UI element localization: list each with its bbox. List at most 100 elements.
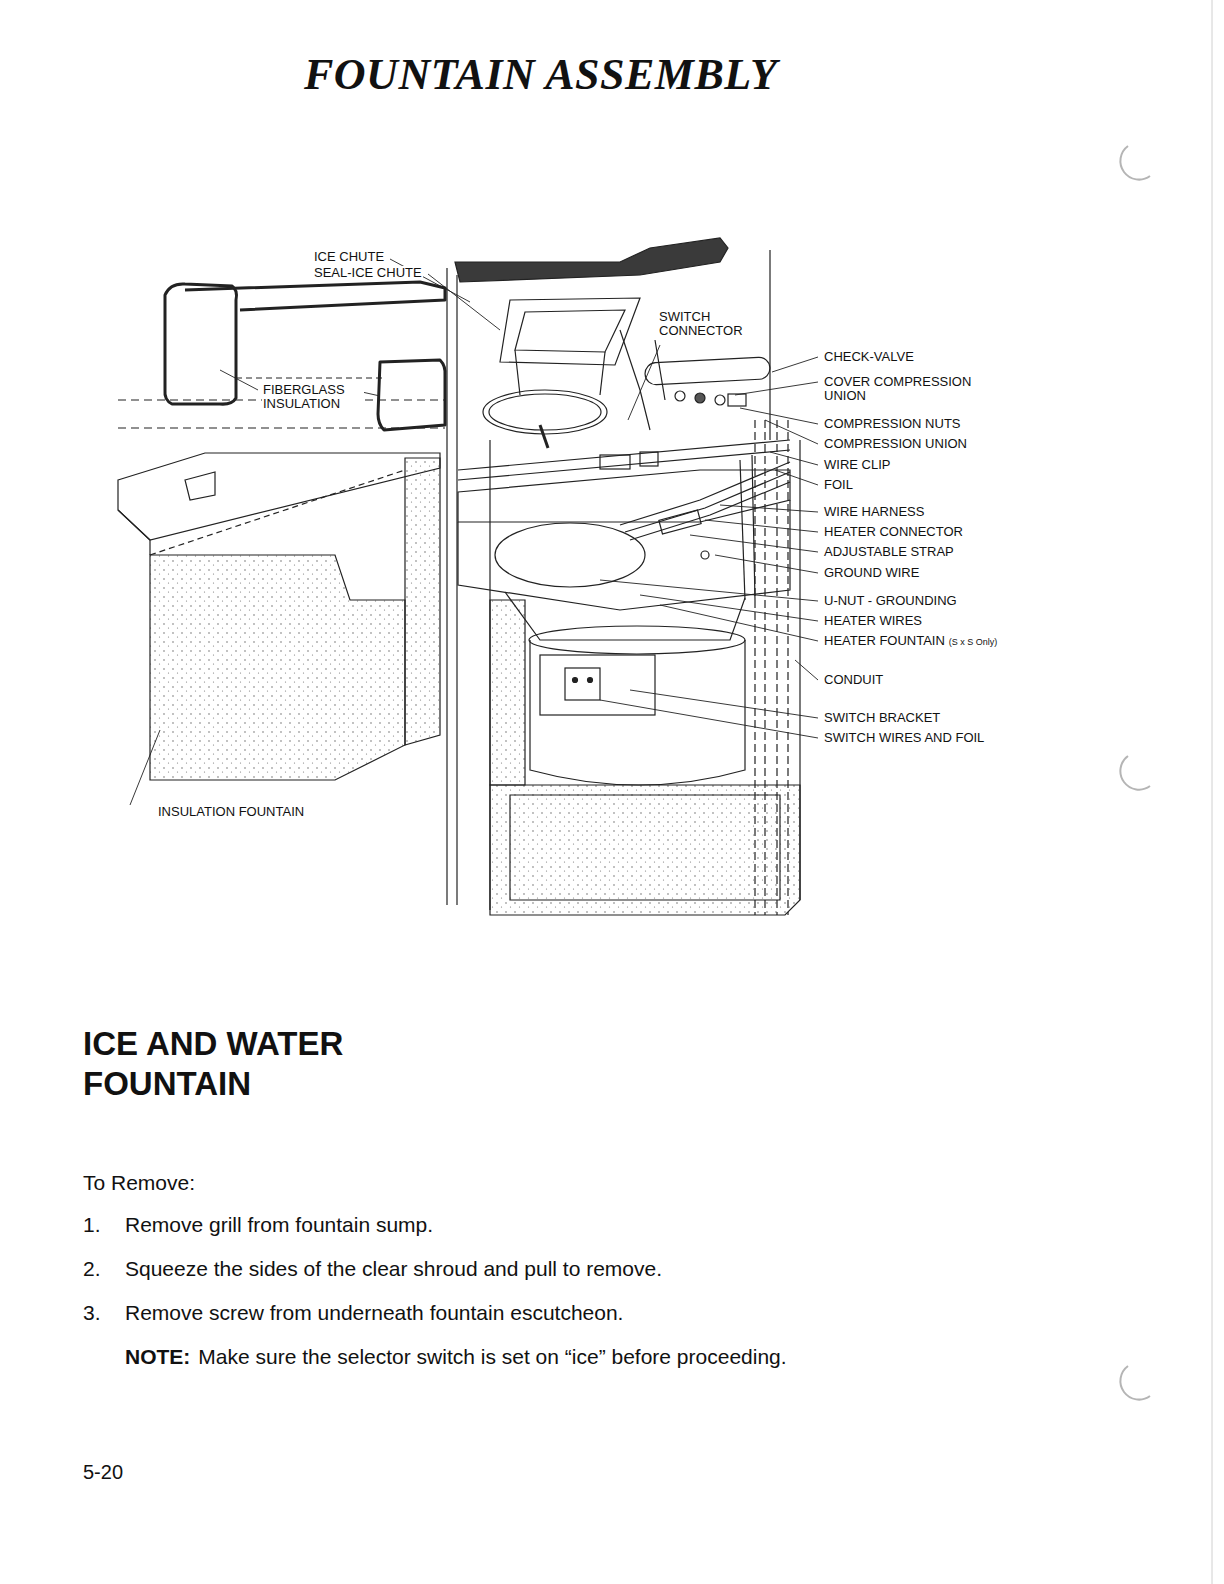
binder-holes — [1212, 0, 1213, 1584]
part-label: SWITCH BRACKET — [823, 711, 941, 725]
fountain-housing — [529, 626, 745, 654]
fiberglass-insulation — [236, 378, 382, 379]
cabinet-liner — [456, 275, 457, 905]
ice-chute — [515, 310, 625, 352]
binder-holes — [1120, 1366, 1150, 1400]
part-label: ADJUSTABLE STRAP — [823, 545, 955, 559]
leader-line — [130, 259, 818, 805]
part-label: U-NUT - GROUNDING — [823, 594, 958, 608]
check-valve-assembly — [645, 357, 771, 386]
cabinet-liner — [446, 268, 447, 905]
part-label: WIRE CLIP — [823, 458, 891, 472]
ice-chute — [600, 352, 605, 395]
part-label: WIRE HARNESS — [823, 505, 925, 519]
ice-chute — [515, 350, 520, 395]
instruction-text: Remove grill from fountain sump. — [125, 1212, 433, 1238]
insulation-fountain — [118, 510, 150, 555]
fountain-housing — [588, 678, 593, 683]
insulation-fountain — [118, 453, 440, 540]
instruction-text: Squeeze the sides of the clear shroud an… — [125, 1256, 662, 1282]
section-heading: ICE AND WATER FOUNTAIN — [83, 1024, 423, 1104]
ice-chute — [483, 390, 607, 434]
fountain-housing — [458, 440, 790, 785]
fountain-housing — [701, 551, 709, 559]
leader-line — [630, 690, 818, 718]
cabinet-liner — [769, 250, 770, 440]
check-valve-assembly — [715, 395, 725, 405]
note-text: Make sure the selector switch is set on … — [198, 1344, 786, 1370]
leader-line — [765, 420, 818, 444]
binder-holes — [1120, 146, 1150, 180]
model-note: (S x S Only) — [949, 636, 998, 648]
insulation-fountain — [150, 470, 405, 555]
binder-holes — [1120, 0, 1212, 1584]
leader-line — [220, 370, 258, 390]
page-number: 5-20 — [83, 1460, 123, 1484]
leader-line — [600, 580, 818, 601]
fiberglass-insulation — [185, 282, 445, 310]
leader-line — [705, 520, 818, 532]
leader-line — [660, 605, 818, 641]
leader-line — [770, 452, 818, 465]
cabinet-liner — [490, 600, 525, 785]
part-label: FIBERGLASS INSULATION — [262, 383, 364, 411]
part-label: SWITCH WIRES AND FOIL — [823, 731, 985, 745]
ice-chute — [540, 425, 548, 448]
fiberglass-insulation — [378, 360, 445, 430]
part-label: HEATER CONNECTOR — [823, 525, 964, 539]
leader-line — [720, 505, 818, 512]
leader-line — [775, 470, 818, 485]
leader-line — [428, 274, 500, 330]
leader-line — [130, 730, 160, 805]
part-label: FOIL — [823, 478, 854, 492]
fountain-housing — [573, 678, 578, 683]
step-number: 2. — [83, 1256, 101, 1282]
ice-chute — [500, 298, 640, 365]
step-number: 3. — [83, 1300, 101, 1326]
fiberglass-insulation — [165, 282, 445, 430]
ice-chute — [455, 238, 728, 448]
leader-line — [795, 660, 818, 680]
leader-line — [715, 555, 818, 573]
cabinet-liner — [490, 785, 800, 915]
ice-chute — [455, 238, 728, 282]
check-valve-assembly — [675, 391, 685, 401]
part-label: HEATER WIRES — [823, 614, 923, 628]
leader-line — [735, 382, 818, 395]
leader-line — [640, 595, 818, 621]
part-label: GROUND WIRE — [823, 566, 920, 580]
check-valve-assembly — [728, 394, 746, 406]
instruction-text: To Remove: — [83, 1170, 195, 1196]
leader-line — [690, 535, 818, 552]
leader-line — [362, 392, 380, 396]
part-label: CHECK-VALVE — [823, 350, 915, 364]
part-label: SWITCH CONNECTOR — [658, 310, 760, 338]
insulation-fountain — [150, 555, 405, 780]
step-number: 1. — [83, 1212, 101, 1238]
part-label: SEAL-ICE CHUTE — [313, 266, 423, 280]
fountain-housing — [530, 640, 745, 785]
insulation-fountain — [405, 458, 440, 745]
part-label: CONDUIT — [823, 673, 884, 687]
leader-line — [628, 345, 660, 420]
cabinet-liner — [510, 795, 780, 900]
fountain-housing — [659, 510, 701, 534]
fountain-housing — [752, 455, 755, 600]
fountain-housing — [565, 668, 600, 700]
fountain-housing — [540, 655, 655, 715]
fountain-housing — [630, 482, 790, 540]
binder-holes — [1120, 756, 1150, 790]
check-valve-assembly — [695, 393, 705, 403]
page-title: FOUNTAIN ASSEMBLY — [304, 50, 777, 100]
part-label: COMPRESSION UNION — [823, 437, 968, 451]
check-valve-assembly — [655, 340, 665, 400]
part-label: COMPRESSION NUTS — [823, 417, 962, 431]
part-label: INSULATION FOUNTAIN — [157, 805, 305, 819]
insulation-fountain — [185, 472, 215, 500]
ice-chute — [489, 394, 601, 430]
leader-line — [740, 408, 818, 424]
fountain-housing — [625, 472, 790, 532]
fountain-housing — [740, 460, 745, 600]
fountain-housing — [495, 523, 645, 587]
part-label: COVER COMPRESSION UNION — [823, 375, 975, 403]
